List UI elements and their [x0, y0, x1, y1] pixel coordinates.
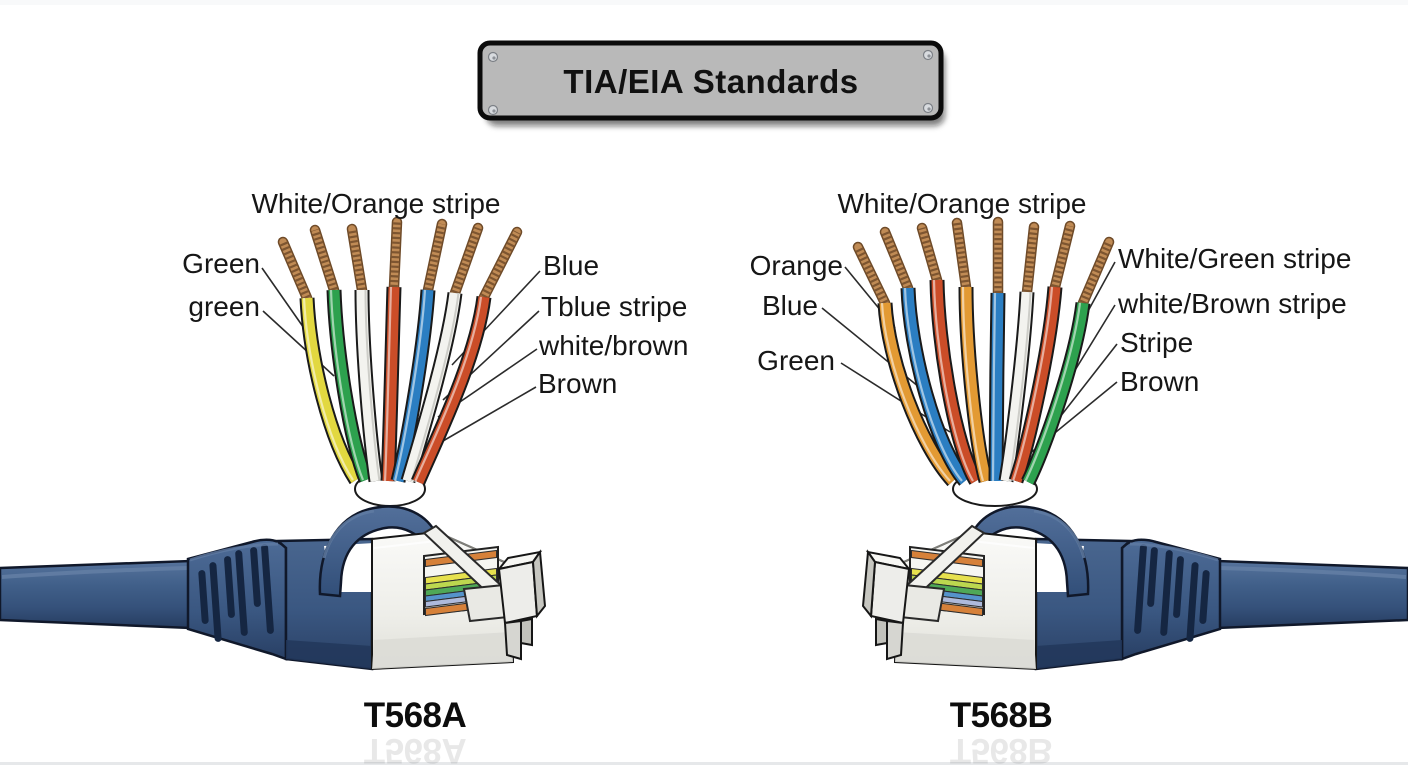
overmold-shadow [286, 640, 372, 669]
t568b-wire-fan [852, 216, 1115, 487]
screw-center [927, 54, 931, 58]
caption-reflections: T568A T568B [364, 731, 1053, 768]
wire-label: Green [757, 345, 835, 376]
t568a-wire-fan [277, 216, 523, 485]
wire-label: Blue [543, 250, 599, 281]
wire-label: Tblue stripe [541, 291, 687, 322]
t568a-caption: T568A [364, 696, 467, 735]
boot-ridges [198, 544, 274, 642]
wire-label: White/Green stripe [1118, 243, 1351, 274]
t568b-wire-8-green [1021, 236, 1115, 486]
wire-label: Stripe [1120, 327, 1193, 358]
t568b-wire-6-white [998, 221, 1040, 483]
screw-center [492, 109, 496, 113]
svg-text:T568B: T568B [950, 731, 1053, 768]
screw-center [927, 107, 931, 111]
wire-label: White/Orange stripe [838, 188, 1087, 219]
t568a-wire-6-white [400, 222, 484, 484]
plate-screws [487, 49, 934, 116]
t568b-connector [861, 504, 1408, 671]
wire-label: white/Brown stripe [1117, 288, 1347, 319]
t568b-wire-5-blue [988, 216, 1006, 482]
t568a-wire-1-yellow [277, 236, 363, 485]
t568a-wire-3-white [346, 223, 384, 483]
title-plate-face [477, 40, 944, 121]
wire-label: Brown [538, 368, 617, 399]
t568a-wire-4-orange_red [380, 216, 403, 482]
latch-highlight [322, 509, 375, 559]
wire-label: Blue [762, 290, 818, 321]
t568b-caption: T568B [950, 696, 1053, 735]
plug-tabs [503, 617, 533, 661]
t568b-wire-4-orange [951, 217, 994, 484]
t568a-labels: White/Orange stripe Green green Blue Tbl… [182, 188, 688, 399]
t568a-wire-5-blue [390, 218, 448, 483]
wire-label: Green [182, 248, 260, 279]
t568a-connector [0, 505, 547, 671]
screw-center [492, 56, 496, 60]
plug-bevel [373, 540, 437, 549]
t568a-wire-2-green [309, 224, 373, 483]
wire-label: Brown [1120, 366, 1199, 397]
wire-label: White/Orange stripe [252, 188, 501, 219]
t568b-wire-1-orange [852, 241, 959, 487]
t568b-wire-7-orange_red [1008, 220, 1076, 484]
wire-label: white/brown [538, 330, 688, 361]
cable-highlight [1, 566, 189, 579]
wire-label: Orange [750, 250, 843, 281]
top-edge-band [0, 0, 1408, 5]
svg-text:T568A: T568A [364, 731, 467, 768]
t568b-wire-3-orange_red [916, 222, 983, 485]
bottom-edge-line [0, 762, 1408, 765]
plug-nose [496, 549, 547, 625]
t568b-wire-2-blue [879, 226, 971, 486]
boot-highlight [189, 542, 279, 562]
title-plate: TIA/EIA Standards [477, 40, 945, 126]
t568a-wire-7-orange_red [411, 226, 523, 485]
wire-label: green [188, 291, 260, 322]
plug-shading [372, 632, 513, 669]
page-title: TIA/EIA Standards [563, 63, 858, 100]
t568b-labels: White/Orange stripe Orange Blue Green Wh… [750, 188, 1352, 397]
